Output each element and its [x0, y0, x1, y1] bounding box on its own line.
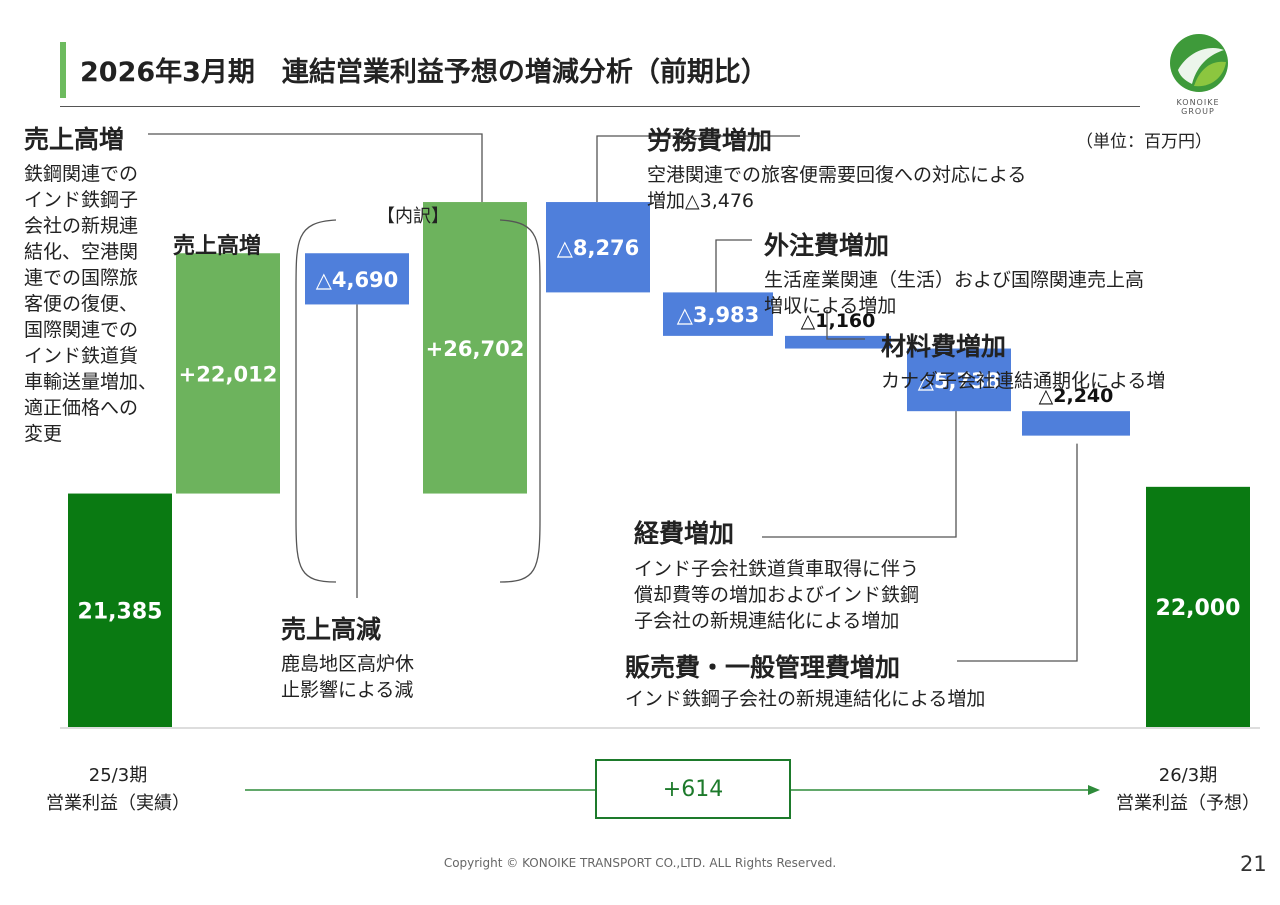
expenses-description: インド子会社鉄道貨車取得に伴う 償却費等の増加およびインド鉄鋼 子会社の新規連結…: [634, 556, 919, 634]
expenses-heading: 経費増加: [634, 519, 735, 548]
breakdown-bracket-left: [295, 219, 337, 583]
bar-value-label: △4,690: [316, 268, 399, 292]
text-line: 会社の新規連: [24, 215, 139, 237]
page-title: 2026年3月期 連結営業利益予想の増減分析（前期比）: [80, 57, 768, 88]
sga-description: インド鉄鋼子会社の新規連結化による増加: [625, 686, 985, 712]
materials-heading: 材料費増加: [881, 332, 1007, 361]
bar-value-label: 21,385: [78, 599, 163, 624]
sga-heading: 販売費・一般管理費増加: [625, 653, 901, 682]
text-line: 増加△3,476: [647, 190, 755, 212]
text-line: インド鉄道貨: [24, 345, 139, 367]
page-number: 21: [1240, 852, 1267, 876]
labor-heading: 労務費増加: [647, 126, 773, 155]
logo-line1: KONOIKE: [1176, 98, 1220, 107]
text-line: 車輸送量増加、: [24, 371, 158, 393]
text-line: 国際関連での: [24, 319, 139, 341]
title-accent-bar: [60, 42, 66, 98]
connector-materials: [826, 309, 865, 340]
bar-value-label: △2,240: [1039, 385, 1114, 407]
bar-value-label: △8,276: [557, 236, 640, 260]
waterfall-bar: [68, 493, 172, 727]
end-period-label: 26/3期 営業利益（予想）: [1098, 762, 1278, 818]
bar-value-label: △3,983: [677, 303, 760, 327]
waterfall-bar: [907, 348, 1011, 412]
outsourcing-heading: 外注費増加: [764, 231, 890, 260]
text-line: 鹿島地区高炉休: [281, 653, 415, 675]
waterfall-bar: [423, 202, 527, 494]
unit-label: （単位：百万円）: [1076, 132, 1212, 152]
text-line: 結化、空港関: [24, 241, 139, 263]
text-line: カナダ子会社連結通期化による増: [881, 370, 1166, 392]
waterfall-bar: [1022, 411, 1130, 436]
connector-labor: [596, 135, 800, 203]
text-line: 変更: [24, 423, 63, 445]
konoike-logo-icon: [1170, 34, 1228, 92]
text-line: 空港関連での旅客便需要回復への対応による: [647, 164, 1027, 186]
sales-down-description: 鹿島地区高炉休 止影響による減: [281, 651, 414, 703]
end-period-line1: 26/3期: [1158, 765, 1218, 786]
text-line: インド鉄鋼子: [24, 189, 139, 211]
breakdown-label: 【内訳】: [377, 206, 449, 227]
logo-line2: GROUP: [1181, 107, 1215, 116]
waterfall-bar: [1146, 486, 1250, 727]
connector-sga: [957, 443, 1078, 662]
start-period-line2: 営業利益（実績）: [46, 793, 190, 814]
start-period-line1: 25/3期: [88, 765, 148, 786]
connector-expenses: [762, 411, 957, 538]
text-line: 止影響による減: [281, 679, 414, 701]
bar-value-label: +22,012: [179, 362, 278, 386]
bar-value-label: △1,160: [801, 310, 876, 332]
text-line: 鉄鋼関連での: [24, 163, 139, 185]
sales-down-heading: 売上高減: [281, 615, 382, 644]
text-line: 子会社の新規連結化による増加: [634, 610, 900, 632]
difference-value: +614: [662, 776, 724, 802]
connector-sales-up-left: [148, 133, 483, 203]
end-period-line2: 営業利益（予想）: [1116, 793, 1260, 814]
bar-value-label: +26,702: [426, 337, 525, 361]
waterfall-bar: [546, 202, 650, 293]
waterfall-bar: [663, 292, 773, 336]
text-line: 客便の復便、: [24, 293, 139, 315]
bar-value-label: △5,738: [918, 369, 1001, 393]
text-line: 生活産業関連（生活）および国際関連売上高: [764, 269, 1145, 291]
sales-up-bar-heading: 売上高増: [173, 234, 262, 259]
logo-wordmark: KONOIKE GROUP: [1163, 98, 1233, 116]
labor-description: 空港関連での旅客便需要回復への対応による 増加△3,476: [647, 162, 1026, 214]
waterfall-bar: [176, 253, 280, 494]
title-divider: [60, 106, 1140, 107]
copyright-footer: Copyright © KONOIKE TRANSPORT CO.,LTD. A…: [443, 856, 837, 870]
breakdown-bracket-right: [499, 219, 541, 583]
text-line: 適正価格への: [24, 397, 139, 419]
waterfall-bar: [785, 335, 891, 349]
text-line: 増収による増加: [764, 295, 897, 317]
bar-value-label: 22,000: [1156, 596, 1241, 621]
sales-up-heading: 売上高増: [24, 125, 125, 154]
arrow-head-icon: [1088, 785, 1100, 795]
connector-outsourcing: [715, 239, 752, 293]
outsourcing-description: 生活産業関連（生活）および国際関連売上高 増収による増加: [764, 267, 1144, 319]
start-period-label: 25/3期 営業利益（実績）: [28, 762, 208, 818]
text-line: 償却費等の増加およびインド鉄鋼: [634, 584, 920, 606]
text-line: 連での国際旅: [24, 267, 139, 289]
sales-up-description: 鉄鋼関連での インド鉄鋼子 会社の新規連 結化、空港関 連での国際旅 客便の復便…: [24, 161, 157, 447]
waterfall-bar: [305, 253, 409, 305]
text-line: インド鉄鋼子会社の新規連結化による増加: [625, 688, 986, 710]
text-line: インド子会社鉄道貨車取得に伴う: [634, 558, 920, 580]
difference-box: +614: [595, 759, 791, 819]
materials-description: カナダ子会社連結通期化による増: [881, 368, 1165, 394]
